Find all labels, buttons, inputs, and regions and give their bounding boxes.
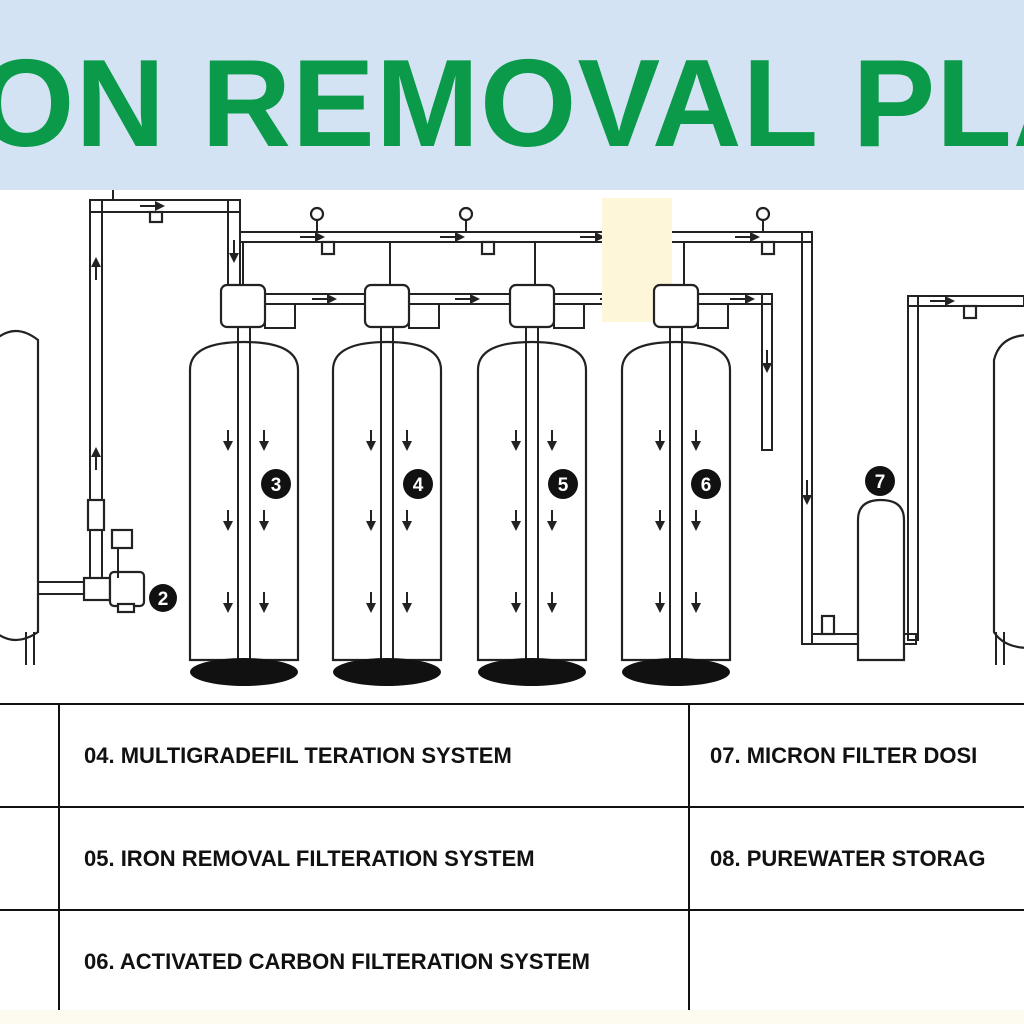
marker-3: 3 xyxy=(261,469,291,499)
svg-text:2: 2 xyxy=(158,589,169,610)
legend-cell xyxy=(0,806,60,911)
title-banner: ON REMOVAL PLAN xyxy=(0,0,1024,190)
purewater-storage-tank xyxy=(992,334,1024,665)
legend-item: 07. MICRON FILTER DOSI xyxy=(688,703,1024,808)
filter-vessel-4 xyxy=(331,242,443,686)
feed-pump xyxy=(82,528,146,614)
legend-item xyxy=(688,909,1024,1014)
table-row: 05. IRON REMOVAL FILTERATION SYSTEM 08. … xyxy=(0,806,1024,911)
page-footer-strip xyxy=(0,1010,1024,1024)
plant-diagram: 2 xyxy=(0,190,1024,686)
filter-vessel-3 xyxy=(188,242,300,686)
legend-cell xyxy=(0,703,60,808)
legend-table: 04. MULTIGRADEFIL TERATION SYSTEM 07. MI… xyxy=(0,703,1024,1014)
legend-item: 08. PUREWATER STORAG xyxy=(688,806,1024,911)
table-row: 06. ACTIVATED CARBON FILTERATION SYSTEM xyxy=(0,909,1024,1014)
table-row: 04. MULTIGRADEFIL TERATION SYSTEM 07. MI… xyxy=(0,703,1024,808)
marker-5: 5 xyxy=(548,469,578,499)
marker-2: 2 xyxy=(149,584,177,612)
svg-text:7: 7 xyxy=(875,472,886,493)
gauge-icon xyxy=(755,206,771,232)
gauge-icon xyxy=(458,206,474,232)
filter-vessel-6 xyxy=(602,198,732,686)
upper-manifold xyxy=(239,231,813,645)
legend-item: 05. IRON REMOVAL FILTERATION SYSTEM xyxy=(58,806,690,911)
svg-text:6: 6 xyxy=(701,475,712,496)
legend-cell xyxy=(0,909,60,1014)
svg-text:5: 5 xyxy=(558,475,569,496)
marker-7: 7 xyxy=(865,466,895,496)
gauge-icon xyxy=(309,206,325,232)
marker-6: 6 xyxy=(691,469,721,499)
micron-filter xyxy=(811,295,1024,662)
legend-item: 06. ACTIVATED CARBON FILTERATION SYSTEM xyxy=(58,909,690,1014)
page-title: ON REMOVAL PLAN xyxy=(0,35,1024,173)
svg-text:4: 4 xyxy=(413,475,424,496)
marker-4: 4 xyxy=(403,469,433,499)
svg-text:3: 3 xyxy=(271,475,282,496)
filter-vessel-5 xyxy=(476,242,588,686)
raw-water-tank xyxy=(0,329,40,665)
legend-item: 04. MULTIGRADEFIL TERATION SYSTEM xyxy=(58,703,690,808)
